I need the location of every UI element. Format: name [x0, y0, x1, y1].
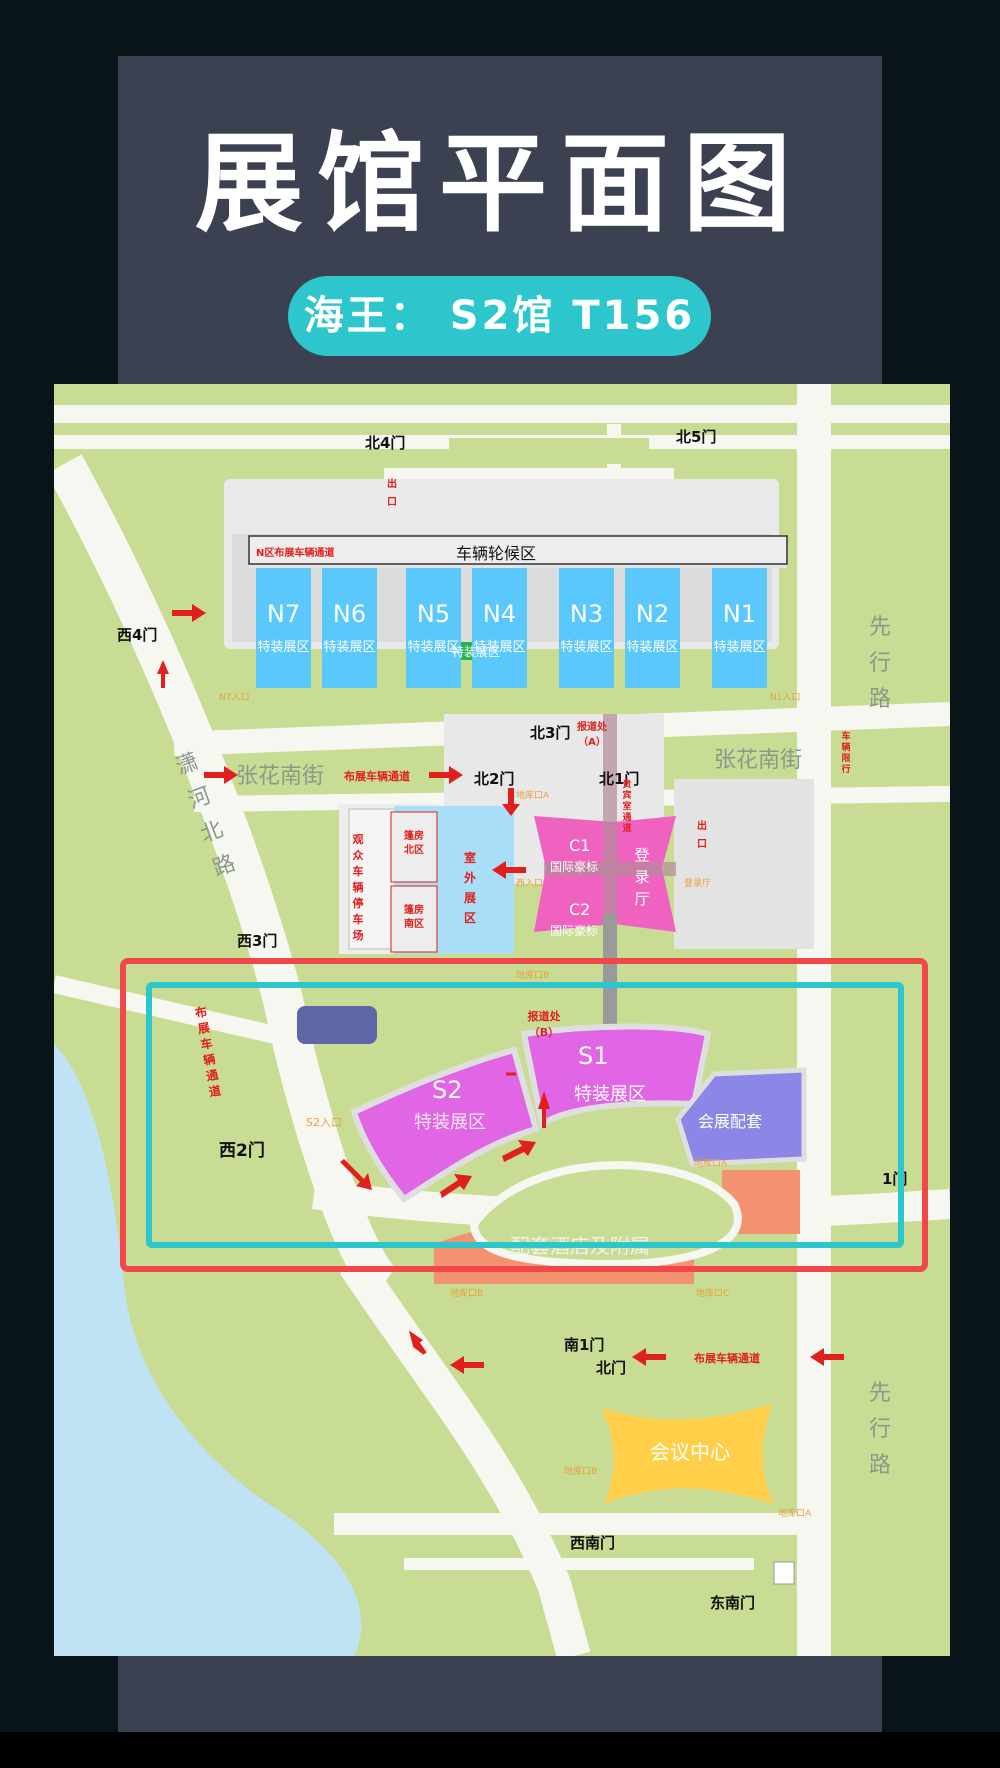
river — [54, 1044, 362, 1656]
c2-code: C2 — [569, 900, 591, 919]
arrow-icon — [502, 788, 520, 816]
s2-hall-shape — [350, 1046, 540, 1203]
gate-south1: 南1门 — [564, 1336, 605, 1354]
gate-west2: 西2门 — [219, 1141, 265, 1161]
gate-north: 北门 — [596, 1359, 627, 1377]
arrows — [157, 604, 844, 1374]
gate-north2: 北2门 — [474, 770, 515, 788]
east-block — [674, 779, 814, 949]
n-lane-label: N区布展车辆通道 — [256, 548, 335, 559]
arrow-icon — [450, 1356, 484, 1374]
garage-a-conf: 地库口A — [778, 1509, 812, 1519]
c1-code: C1 — [569, 836, 591, 855]
gate-west4: 西4门 — [117, 626, 158, 644]
conference-label[interactable]: 会议中心 — [650, 1440, 730, 1464]
s1-hall-shape — [520, 1023, 712, 1129]
road-xianxing-top: 先行路 — [868, 615, 891, 712]
report-a-label: 报道处（A） — [577, 722, 607, 748]
c2-label: 国际豪标 — [550, 924, 599, 938]
parking-label: 观众车辆停车场 — [352, 833, 364, 942]
n7-entry-label: N7入口 — [219, 693, 250, 703]
highlight-frame-cyan — [146, 982, 904, 1248]
arrow-icon — [157, 660, 169, 688]
highlight-frame-red — [120, 958, 928, 1272]
garage-b-top: 地库口B — [516, 971, 550, 981]
arrow-icon — [172, 604, 206, 622]
arrow-icon — [810, 1348, 844, 1366]
green-zone-label: 特装展区 — [452, 645, 501, 659]
tent-south-label: 篷房南区 — [404, 905, 424, 930]
gate-west3: 西3门 — [237, 932, 278, 950]
exit-right-label: 出口 — [697, 821, 707, 850]
arrow-icon — [632, 1348, 666, 1366]
arrow-icon — [538, 1091, 550, 1128]
garage-b-conf: 地库口B — [564, 1467, 598, 1477]
s2-entry-label: S2入口 — [306, 1116, 342, 1129]
exit-label: 出口 — [387, 479, 397, 508]
arrow-icon — [408, 1330, 427, 1355]
c1-label: 国际豪标 — [550, 860, 599, 874]
green-parcel — [449, 438, 649, 464]
garage-b-bottom: 地库口B — [450, 1289, 484, 1299]
build-lane-mid-label: 布展车辆通道 — [344, 770, 410, 783]
s1-code[interactable]: S1 — [578, 1042, 609, 1070]
road-xianxing-bottom: 先行路 — [868, 1381, 891, 1478]
west-entry-label: 西入口 — [516, 879, 544, 889]
arrow-icon — [502, 1140, 536, 1162]
bottom-bar — [0, 1732, 1000, 1768]
arrow-icon — [340, 1159, 372, 1190]
vip-channel-label: 贵宾室通道 — [622, 780, 632, 834]
login-entry-label: 登录厅 — [684, 879, 712, 889]
road-zhanghua-east: 张花南街 — [714, 748, 803, 773]
gate-north4: 北4门 — [365, 434, 406, 452]
report-b-label: 报道处（B） — [527, 1010, 561, 1039]
arrow-icon — [429, 766, 463, 784]
tent-north-label: 篷房北区 — [404, 831, 424, 856]
conference-center — [601, 1404, 774, 1504]
blue-building — [297, 1006, 377, 1044]
support-label: 会展配套 — [698, 1112, 763, 1131]
arrow-icon — [440, 1174, 472, 1198]
gate-north5: 北5门 — [676, 428, 717, 446]
s2-label: 特装展区 — [414, 1112, 486, 1133]
vehicle-waiting-bar — [248, 535, 788, 565]
gate-southeast: 东南门 — [710, 1594, 756, 1612]
booth-location-badge: 海王： S2馆 T156 — [288, 276, 711, 356]
s2-code[interactable]: S2 — [432, 1076, 463, 1104]
garage-c-label: 地库口C — [696, 1289, 730, 1299]
build-lane-bottom-label: 布展车辆通道 — [694, 1352, 760, 1365]
road-zhanghua-west: 张花南街 — [236, 764, 325, 789]
vehicle-waiting-label: 车辆轮候区 — [456, 544, 537, 563]
gate-north3: 北3门 — [530, 724, 571, 742]
vehicle-no-entry-label: 车辆限行 — [841, 732, 851, 775]
arrow-icon — [204, 766, 238, 784]
support-building — [675, 1067, 807, 1167]
gate-north1: 北1门 — [599, 770, 640, 788]
garage-a-mid: 地库口A — [694, 1159, 728, 1169]
page-title: 展馆平面图 — [194, 122, 805, 247]
gate-southwest: 西南门 — [570, 1534, 616, 1552]
n1-entry-label: N1入口 — [770, 693, 801, 703]
garage-a-top: 地库口A — [516, 791, 550, 801]
outdoor-label: 室外展区 — [463, 851, 476, 925]
s1-label: 特装展区 — [574, 1084, 646, 1105]
central-garden — [469, 1161, 742, 1269]
login-hall-label: 登录厅 — [634, 846, 650, 908]
arrow-icon — [492, 861, 526, 879]
